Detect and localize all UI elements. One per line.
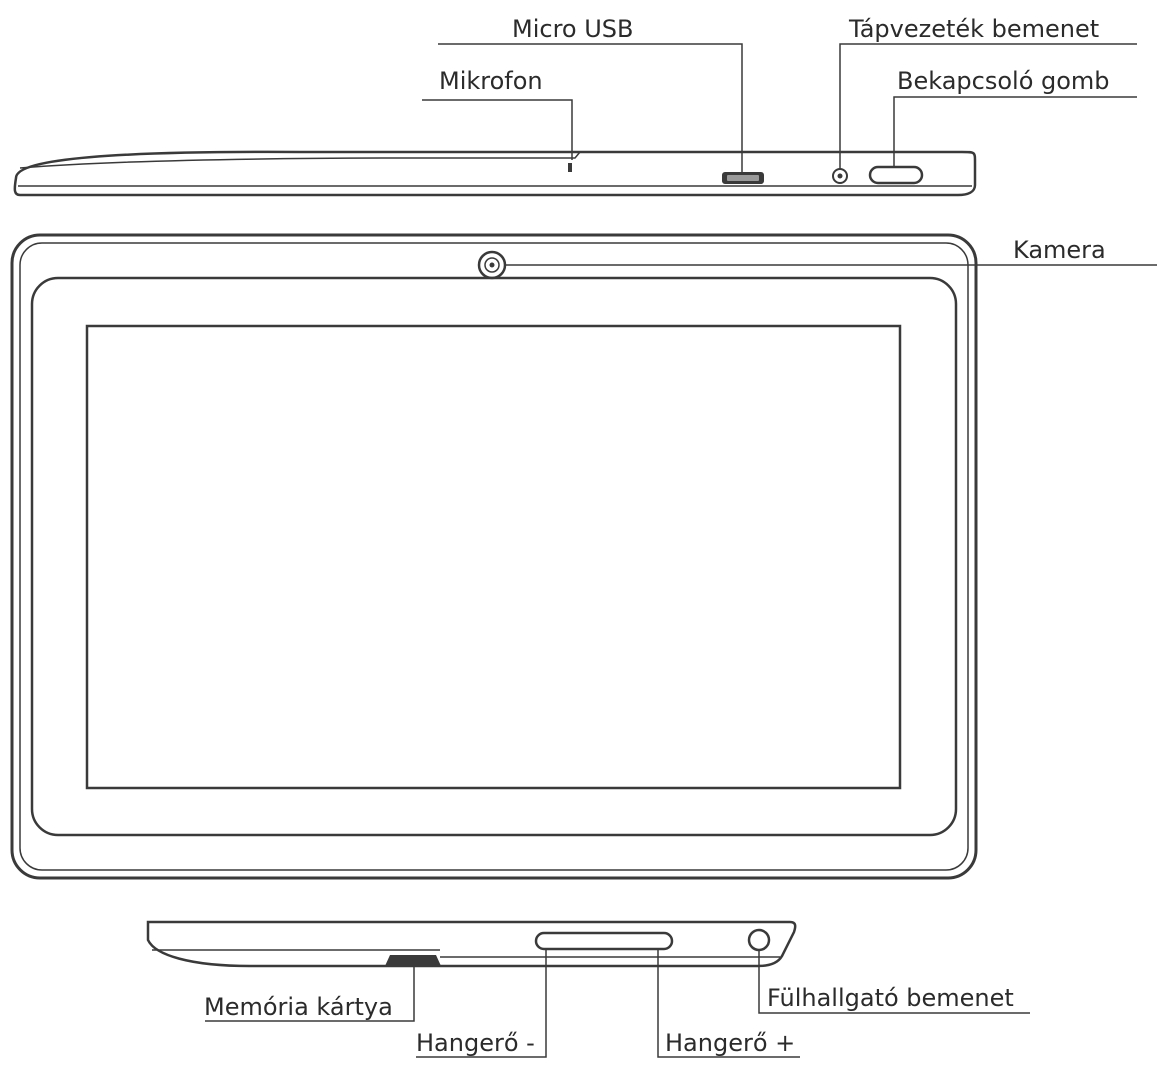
callout-lines-bottom	[205, 949, 1030, 1058]
label-tapvezetek-bemenet: Tápvezeték bemenet	[849, 15, 1100, 43]
tablet-body-outer	[10, 233, 978, 880]
label-hangero-plus: Hangerő +	[665, 1029, 796, 1057]
headphone-jack	[747, 928, 771, 952]
front-view	[10, 233, 978, 880]
memoria-callout	[205, 966, 415, 1022]
tablet-body-inner	[19, 242, 969, 871]
label-fulhallgato-bemenet: Fülhallgató bemenet	[767, 984, 1014, 1012]
label-kamera: Kamera	[1013, 236, 1106, 264]
callout-lines-top	[422, 43, 1137, 172]
tablet-bezel	[30, 276, 958, 837]
hangero-minus-callout	[416, 949, 547, 1058]
label-mikrofon: Mikrofon	[439, 67, 543, 95]
tapvezetek-callout	[839, 43, 1137, 169]
microphone-hole	[568, 163, 572, 172]
memory-card-slot	[385, 955, 441, 966]
volume-rocker	[534, 931, 674, 951]
label-hangero-minus: Hangerő -	[416, 1029, 535, 1057]
mikrofon-callout	[422, 99, 573, 160]
label-bekapcsolo-gomb: Bekapcsoló gomb	[897, 67, 1110, 95]
fulhallgato-callout	[758, 950, 1030, 1014]
label-micro-usb: Micro USB	[512, 15, 634, 43]
hangero-plus-callout	[657, 949, 800, 1058]
top-edge-view	[13, 150, 977, 197]
bottom-edge-view	[146, 920, 797, 968]
label-memoria-kartya: Memória kártya	[204, 993, 393, 1021]
bekapcsolo-callout	[893, 96, 1137, 167]
tablet-screen	[85, 324, 902, 790]
micro-usb-callout	[438, 43, 743, 172]
power-button	[868, 165, 924, 185]
